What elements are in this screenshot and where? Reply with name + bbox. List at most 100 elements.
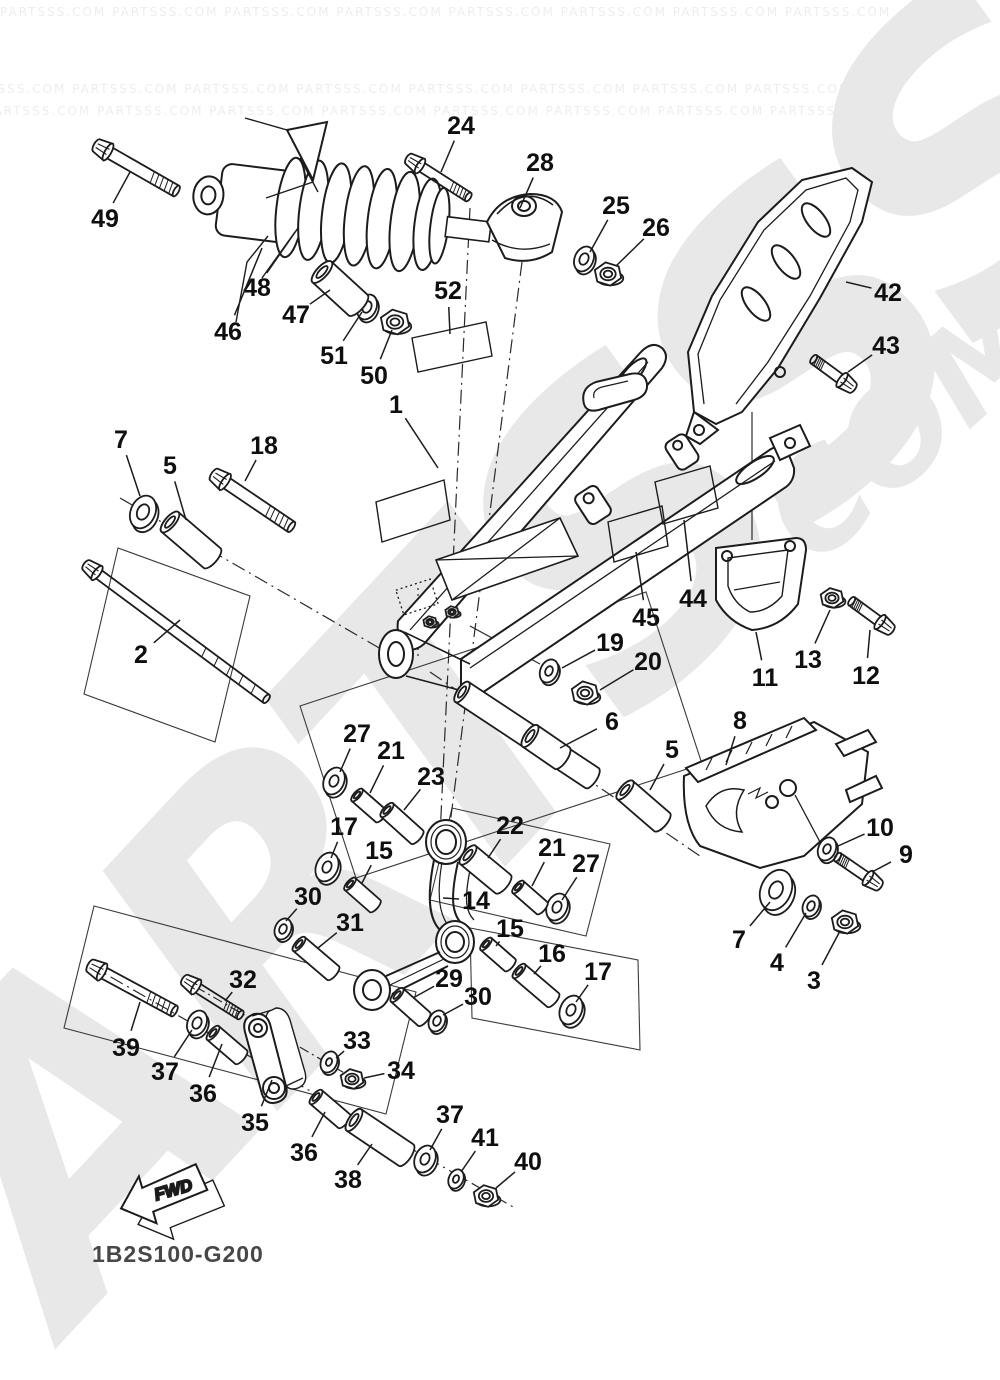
callout-leader-15 — [361, 864, 372, 884]
callout-label-33: 33 — [343, 1027, 371, 1055]
callout-leader-13 — [814, 609, 831, 644]
nut-part — [422, 615, 440, 629]
callout-label-40: 40 — [514, 1148, 542, 1176]
callout-label-5: 5 — [163, 452, 177, 480]
swingarm — [375, 321, 812, 699]
fastener-parts-layer — [81, 138, 896, 1208]
callout-label-2: 2 — [134, 641, 148, 669]
bolt-part — [404, 152, 473, 203]
callout-label-31: 31 — [336, 909, 364, 937]
callout-label-27b: 27 — [572, 850, 600, 878]
callout-leader-46 — [233, 247, 263, 316]
callout-leader-11 — [755, 631, 763, 661]
callout-leader-26 — [615, 238, 645, 267]
washer-part — [427, 1009, 448, 1035]
callout-label-27: 27 — [343, 720, 371, 748]
callout-leader-12 — [866, 629, 871, 659]
chain-tensioner — [715, 536, 808, 632]
callout-leader-7 — [125, 454, 141, 497]
callout-leader-29 — [412, 985, 435, 999]
nut-part — [593, 261, 625, 287]
callout-label-26: 26 — [642, 214, 670, 242]
fwd-arrow: FWD — [119, 1162, 226, 1241]
callout-label-17: 17 — [330, 813, 358, 841]
callout-label-28: 28 — [526, 149, 554, 177]
nut-part — [472, 1184, 502, 1208]
callout-leader-2 — [153, 619, 181, 644]
callout-leader-34 — [363, 1072, 385, 1079]
bushing-part — [344, 1107, 416, 1168]
callout-label-45: 45 — [632, 604, 660, 632]
callout-label-37b: 37 — [436, 1101, 464, 1129]
callout-label-35: 35 — [241, 1109, 269, 1137]
callout-leader-50 — [379, 329, 393, 360]
callout-label-19: 19 — [596, 629, 624, 657]
washer-part — [447, 1168, 467, 1192]
callout-label-16: 16 — [538, 940, 566, 968]
bushing-part — [520, 723, 572, 770]
callout-leader-44 — [683, 519, 692, 582]
callout-label-39: 39 — [112, 1034, 140, 1062]
callout-leader-15b — [495, 940, 501, 947]
nut-part — [444, 605, 462, 619]
callout-leader-19 — [561, 649, 596, 669]
callout-leader-25 — [589, 219, 609, 253]
callout-label-32: 32 — [229, 966, 257, 994]
chain-guide — [682, 716, 884, 870]
callout-leader-37 — [173, 1029, 193, 1058]
bushing-part — [310, 260, 370, 317]
callout-leader-27b — [561, 876, 578, 901]
washer-part — [816, 836, 839, 865]
watermark-micro-row: PARTSSS.COM PARTSSS.COM PARTSSS.COM PART… — [0, 5, 891, 19]
washer-part — [273, 917, 294, 943]
callout-leader-18 — [244, 459, 257, 482]
callout-leader-47 — [309, 289, 331, 305]
callout-leader-9 — [871, 861, 892, 873]
bushing-part — [379, 801, 425, 845]
callout-leader-49 — [112, 171, 131, 204]
washer-part — [558, 994, 586, 1029]
callout-leader-7b — [749, 901, 771, 927]
callout-label-15b: 15 — [496, 915, 524, 943]
callout-leader-5 — [174, 481, 187, 521]
bushing-part — [511, 962, 561, 1009]
bolt-part — [809, 354, 858, 394]
callout-label-18: 18 — [250, 432, 278, 460]
callout-label-5b: 5 — [665, 736, 679, 764]
group-box — [429, 807, 611, 937]
callout-leader-30b — [442, 1003, 464, 1016]
group-box — [469, 927, 641, 1051]
bolt-part — [85, 958, 179, 1018]
washer-part — [186, 1009, 210, 1040]
callout-leader-51 — [342, 311, 363, 342]
washer-part — [538, 658, 561, 687]
callout-label-43: 43 — [872, 332, 900, 360]
callout-label-25: 25 — [602, 192, 630, 220]
washer-part — [758, 868, 797, 916]
callout-label-47: 47 — [282, 301, 310, 329]
group-box — [83, 547, 251, 743]
callout-label-17b: 17 — [584, 958, 612, 986]
callout-label-6: 6 — [605, 708, 619, 736]
washer-part — [322, 766, 348, 799]
decal-plate — [375, 479, 451, 543]
washer-part — [128, 494, 160, 534]
callout-leader-21b — [531, 861, 545, 887]
washer-part — [545, 892, 571, 925]
callout-label-52: 52 — [434, 277, 462, 305]
callout-label-7b: 7 — [732, 926, 746, 954]
callout-leader-1 — [404, 417, 439, 469]
callout-label-22: 22 — [496, 812, 524, 840]
watermark-micro-row: PARTSSS.COM PARTSSS.COM PARTSSS.COM PART… — [0, 104, 876, 118]
bushing-part — [615, 779, 672, 833]
callout-label-48: 48 — [243, 274, 271, 302]
callout-leader-5b — [649, 763, 665, 791]
callout-label-14: 14 — [462, 887, 490, 915]
callout-label-51: 51 — [320, 342, 348, 370]
callout-leader-32 — [224, 991, 233, 1002]
callout-label-11: 11 — [752, 664, 779, 692]
decal-45 — [607, 505, 669, 563]
callout-leader-33 — [335, 1050, 345, 1059]
